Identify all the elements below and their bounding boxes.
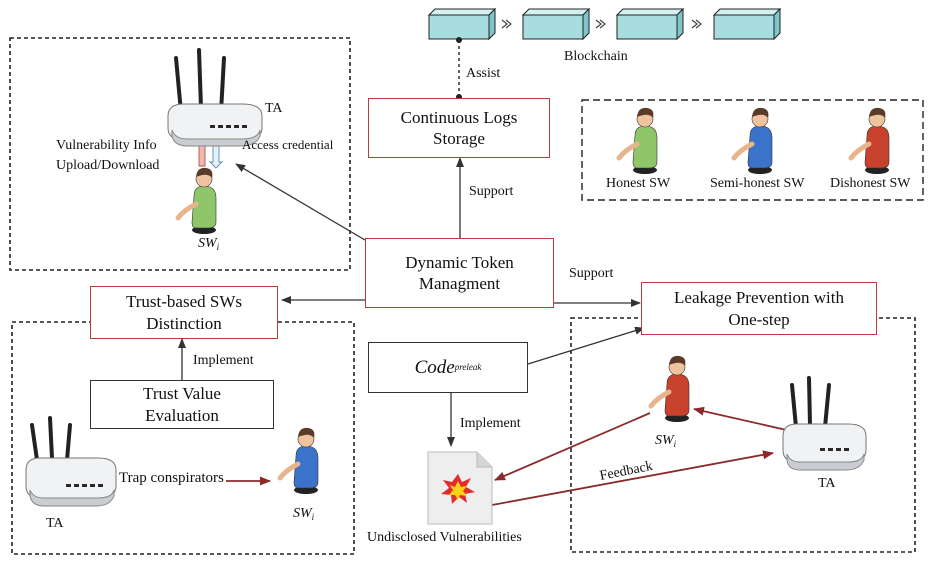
legend-semi-honest-label: Semi-honest SW (710, 176, 805, 191)
access-credential-label: Access credential (242, 137, 334, 152)
person-icon-bottom-left-sw (277, 427, 319, 494)
dynamic-token-box: Dynamic Token Managment (365, 238, 554, 308)
block-4 (712, 7, 782, 41)
legend-semi-honest-icon (731, 107, 773, 174)
person-icon-bottom-right-sw (648, 355, 690, 422)
trust-based-box: Trust-based SWs Distinction (90, 286, 278, 339)
router-icon-bottom-left (25, 416, 117, 507)
blockchain-label: Blockchain (564, 49, 628, 64)
code-subscript: preleak (454, 361, 482, 372)
legend-region (581, 99, 924, 201)
trust-value-box: Trust Value Evaluation (90, 380, 274, 429)
router-icon-bottom-right (782, 376, 867, 471)
legend-dishonest-label: Dishonest SW (830, 176, 911, 191)
support-up-label: Support (469, 184, 514, 199)
undisclosed-label: Undisclosed Vulnerabilities (367, 530, 522, 545)
block-3 (615, 7, 685, 41)
assist-label: Assist (466, 66, 501, 81)
upload-download-label: Upload/Download (56, 158, 160, 173)
legend-honest-icon (616, 107, 658, 174)
blockchain-blocks (427, 7, 782, 41)
region-top-left (9, 37, 351, 271)
arrow-code-to-leakage (527, 326, 645, 365)
arrow-feedback (491, 450, 774, 506)
support-right-label: Support (569, 266, 614, 281)
leakage-prevention-box: Leakage Prevention with One-step (641, 282, 877, 335)
sw-bottom-right-label: SWi (655, 433, 676, 449)
trap-label: Trap conspirators (117, 470, 226, 487)
person-icon-top-sw (175, 167, 217, 234)
vuln-info-label: Vulnerability Info (56, 138, 157, 153)
ta-bottom-left-label: TA (46, 516, 64, 531)
sw-top-main: SW (198, 236, 217, 251)
sw-top-label: SWi (198, 236, 219, 252)
implement-left-label: Implement (193, 353, 254, 368)
code-label: Code (414, 356, 455, 378)
sw-bottom-left-main: SW (293, 506, 312, 521)
block-chevrons (501, 19, 702, 29)
arrow-sw-to-vuln (494, 412, 651, 481)
sw-bottom-right-sub: i (673, 439, 677, 449)
ta-top-label: TA (265, 101, 283, 116)
assist-dot-top (456, 37, 462, 43)
sw-top-sub: i (216, 242, 220, 252)
arrow-to-ta-region (235, 163, 366, 241)
continuous-logs-box: Continuous Logs Storage (368, 98, 550, 158)
sw-bottom-right-main: SW (655, 433, 674, 448)
sw-bottom-left-sub: i (311, 512, 315, 522)
block-2 (521, 7, 591, 41)
sw-bottom-left-label: SWi (293, 506, 314, 522)
block-1 (427, 7, 497, 41)
implement-center-label: Implement (460, 416, 521, 431)
legend-dishonest-icon (848, 107, 890, 174)
legend-honest-label: Honest SW (606, 176, 671, 191)
vulnerability-document-icon (427, 451, 493, 525)
router-icon-top (167, 48, 263, 147)
ta-bottom-right-label: TA (818, 476, 836, 491)
